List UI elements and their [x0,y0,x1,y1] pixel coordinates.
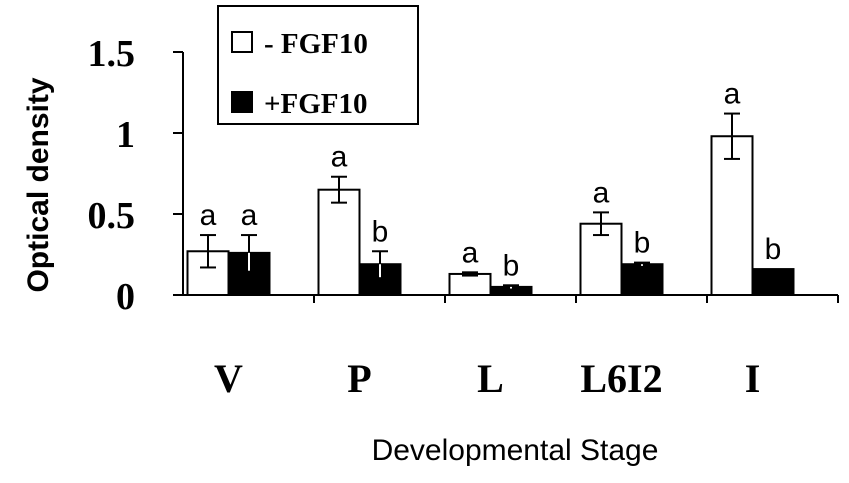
bar-minus-fgf10-p [317,188,361,296]
significance-letter: b [372,215,389,248]
x-tick-label: P [347,356,371,401]
legend-label-plus-fgf10: +FGF10 [264,88,368,120]
legend: - FGF10 +FGF10 [217,5,419,125]
significance-letter: a [200,199,217,232]
bar-minus-fgf10-i [710,135,754,296]
significance-letter: a [724,78,741,111]
bar-plus-fgf10-i [751,268,795,296]
bars-layer [186,135,795,297]
y-axis: 0 0.5 1 1.5 [88,33,184,318]
y-tick-label: 0 [116,276,135,318]
x-tick-label: L6I2 [580,356,662,401]
y-tick-label: 1 [116,114,135,156]
x-axis: V P L L6I2 I [183,294,839,401]
significance-letter: a [331,141,348,174]
x-axis-label: Developmental Stage [372,434,659,467]
legend-label-minus-fgf10: - FGF10 [264,28,368,60]
y-tick-label: 1.5 [88,33,136,75]
bar-plus-fgf10-l6i2 [620,263,664,297]
significance-letter: b [503,249,520,282]
y-tick-label: 0.5 [88,195,136,237]
legend-swatch-minus-fgf10 [231,31,253,53]
significance-letter: a [593,176,610,209]
significance-letter: a [462,236,479,269]
x-tick-label: I [745,356,761,401]
significance-letter: a [241,199,258,232]
y-axis-label: Optical density [22,77,55,292]
significance-letter: b [634,227,651,260]
legend-swatch-plus-fgf10 [231,91,253,113]
error-bars-layer [200,112,740,289]
significance-letter: b [765,233,782,266]
x-tick-label: V [214,356,243,401]
bar-minus-fgf10-l [448,272,492,297]
x-tick-label: L [477,356,504,401]
